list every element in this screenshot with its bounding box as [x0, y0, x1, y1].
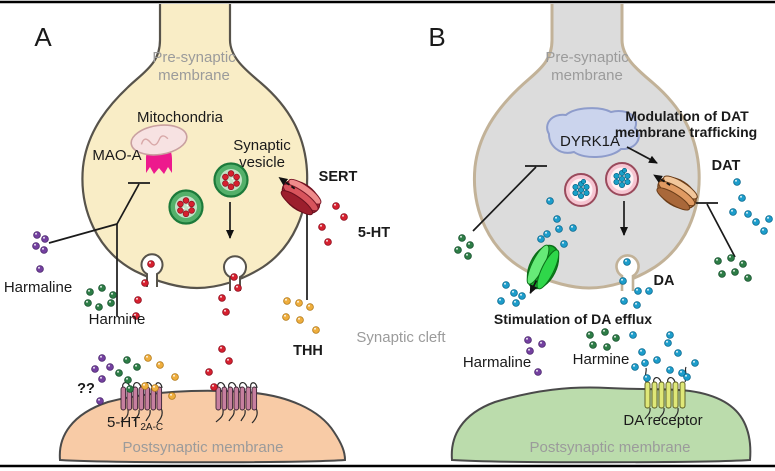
sert-transporter-icon	[278, 176, 322, 216]
presynaptic-terminal-a	[81, 4, 309, 290]
sert-reuptake-arrow	[278, 176, 296, 190]
mitochondria-label: Mitochondria	[137, 109, 224, 126]
postsynaptic-membrane-label: Postsynaptic membrane	[530, 439, 691, 456]
dyrk1a-inhibition-line	[472, 165, 547, 232]
dat-reuptake-arrow	[653, 174, 671, 186]
panel-a-label: A	[34, 22, 52, 52]
dat-inhibition-line	[696, 202, 736, 258]
sert-label: SERT	[319, 169, 358, 185]
dyrk1a-label: DYRK1A	[560, 133, 620, 150]
unknown-mechanism-label: ??	[77, 381, 95, 397]
thh-label: THH	[293, 343, 323, 359]
dat-modulation-arrow	[626, 146, 658, 164]
dat-modulation-label: membrane trafficking	[615, 124, 757, 140]
da-efflux-label: Stimulation of DA efflux	[494, 311, 652, 327]
dat-modulation-label: Modulation of DAT	[625, 108, 749, 124]
mao-a-label: MAO-A	[92, 147, 141, 164]
da-efflux-arrow	[529, 280, 538, 294]
harmine-dots	[84, 284, 141, 393]
postsynaptic-membrane-label: Postsynaptic membrane	[123, 439, 284, 456]
harmaline-label: Harmaline	[4, 279, 72, 296]
dopamine-vesicle-icon	[564, 173, 598, 207]
dat-label: DAT	[712, 158, 741, 174]
da-label: DA	[654, 273, 675, 289]
synaptic-vesicle-label: vesicle	[239, 154, 285, 171]
dat-transporter-icon	[653, 174, 698, 211]
presynaptic-membrane-label: Pre-synaptic	[152, 49, 236, 66]
presynaptic-membrane-label: membrane	[158, 67, 230, 84]
synaptic-vesicle-icon	[168, 189, 204, 225]
exocytosis-pit-a1	[140, 253, 164, 287]
panel-b: B Pre-synaptic membrane DYRK1A Modulatio…	[428, 4, 773, 464]
serotonin-label: 5-HT	[358, 225, 390, 241]
harmaline-label: Harmaline	[463, 354, 531, 371]
serotonin-receptor-label: 5-HT2A-C	[107, 414, 163, 433]
panel-b-label: B	[428, 22, 445, 52]
presynaptic-membrane-label: membrane	[551, 67, 623, 84]
synaptic-cleft-label: Synaptic cleft	[356, 329, 446, 346]
maoa-inhibition-line	[48, 182, 150, 316]
harmine-label: Harmine	[89, 311, 146, 328]
synaptic-vesicle-label: Synaptic	[233, 137, 291, 154]
da-efflux-channel-icon	[526, 244, 560, 294]
da-receptor-label: DA receptor	[623, 412, 702, 429]
presynaptic-membrane-label: Pre-synaptic	[545, 49, 629, 66]
dopamine-vesicle-icon	[605, 162, 639, 196]
mitochondria-icon	[130, 124, 188, 156]
harmine-label: Harmine	[573, 351, 630, 368]
panel-a: A Pre-synaptic membrane Mitochondria MAO…	[4, 4, 390, 464]
dyrk1a-kinase-icon	[546, 107, 640, 158]
